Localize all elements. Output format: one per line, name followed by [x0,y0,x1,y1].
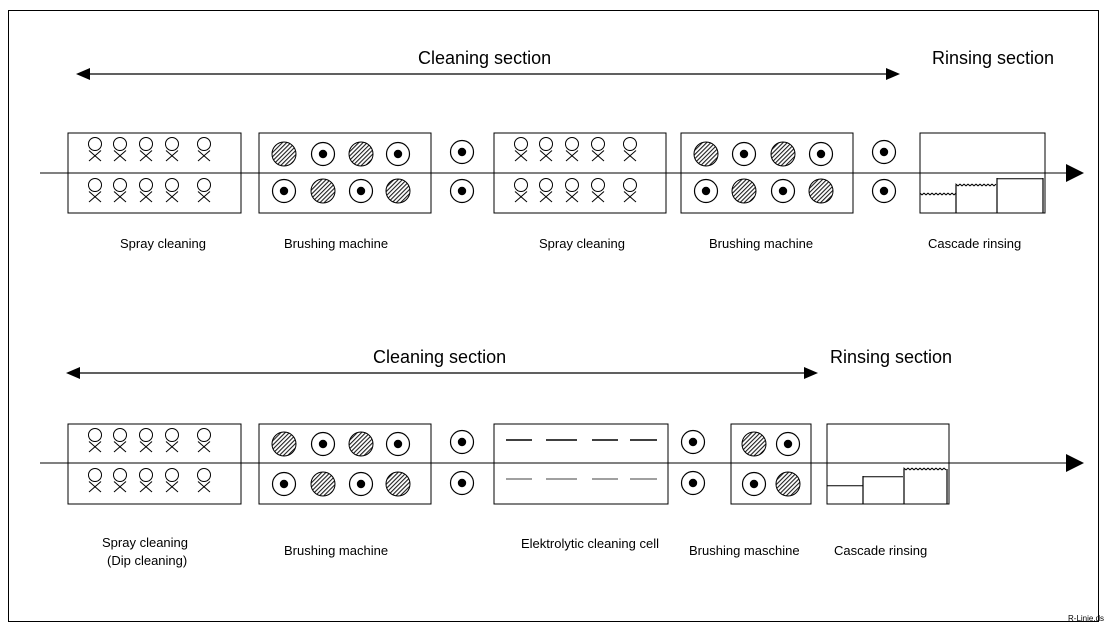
brush-roller-icon [693,141,719,167]
row2-flow-line [40,454,1084,472]
brush-roller-icon [310,471,336,497]
transport-roller-icon [741,471,767,497]
spray-nozzle-icon [88,137,102,162]
spray-nozzle-icon [165,178,179,203]
transport-roller-icon [348,178,374,204]
row2-cascade-rinsing-box [826,423,950,505]
transport-roller-icon [348,471,374,497]
row2-brushing-machine-box-2 [730,423,812,505]
transport-roller-icon [310,431,336,457]
spray-nozzle-icon [88,178,102,203]
flow-arrow-icon [1066,164,1084,182]
brush-roller-icon [348,141,374,167]
transport-roller-icon [449,139,475,165]
spray-nozzle-icon [197,137,211,162]
transport-roller-icon [770,178,796,204]
spray-nozzle-icon [565,137,579,162]
row2-caption-brush2: Brushing maschine [689,543,800,558]
row2-cleaning-section-label: Cleaning section [373,347,507,367]
transport-roller-icon [385,141,411,167]
spray-nozzle-icon [539,178,553,203]
spray-nozzle-icon [139,137,153,162]
spray-nozzle-icon [165,137,179,162]
row1-rinsing-section-label: Rinsing section [932,48,1055,68]
transport-roller-icon [871,178,897,204]
spray-nozzle-icon [139,468,153,493]
file-label: R-Linie.ds [1068,614,1105,623]
transport-roller-icon [271,178,297,204]
row2-caption-elektro: Elektrolytic cleaning cell [520,536,659,551]
transport-roller-icon [775,431,801,457]
row1-transport-roller-pair-1 [449,139,475,204]
row2-caption-cascade: Cascade rinsing [834,543,928,558]
transport-roller-icon [449,429,475,455]
brush-roller-icon [271,431,297,457]
spray-nozzle-icon [88,428,102,453]
spray-nozzle-icon [113,468,127,493]
row2-caption-spray-line1: Spray cleaning [102,535,188,550]
row2-electrolytic-cell-box [493,423,669,505]
row2-rinsing-section-label: Rinsing section [830,347,953,367]
row2-cleaning-section-arrow [66,367,818,379]
spray-nozzle-icon [591,137,605,162]
brush-roller-icon [775,471,801,497]
spray-nozzle-icon [88,468,102,493]
row2-caption-brush1: Brushing machine [284,543,389,558]
spray-nozzle-icon [565,178,579,203]
brush-roller-icon [348,431,374,457]
diagram-frame [8,10,1099,622]
transport-roller-icon [385,431,411,457]
spray-nozzle-icon [591,178,605,203]
row2-caption-spray-line2: (Dip cleaning) [107,553,188,568]
brush-roller-icon [741,431,767,457]
transport-roller-icon [449,178,475,204]
brush-roller-icon [271,141,297,167]
row1-caption-cascade: Cascade rinsing [928,236,1022,251]
spray-nozzle-icon [113,178,127,203]
spray-nozzle-icon [113,137,127,162]
row1-caption-spray: Spray cleaning [120,236,206,251]
row1-transport-roller-pair-2 [871,139,897,204]
spray-nozzle-icon [539,137,553,162]
row1-caption-brush2: Brushing machine [709,236,814,251]
brush-roller-icon [385,178,411,204]
row1-flow-line [40,164,1084,182]
spray-nozzle-icon [165,428,179,453]
spray-nozzle-icon [623,178,637,203]
transport-roller-icon [731,141,757,167]
flow-arrow-icon [1066,454,1084,472]
row2-transport-roller-pair-2 [680,429,706,496]
spray-nozzle-icon [197,468,211,493]
transport-roller-icon [310,141,336,167]
row2-spray-cleaning-box [67,423,242,505]
spray-nozzle-icon [197,178,211,203]
transport-roller-icon [871,139,897,165]
transport-roller-icon [693,178,719,204]
transport-roller-icon [680,470,706,496]
spray-nozzle-icon [139,178,153,203]
spray-nozzle-icon [113,428,127,453]
row2-brushing-machine-box [258,423,432,505]
brush-roller-icon [770,141,796,167]
brush-roller-icon [808,178,834,204]
row1-caption-spray2: Spray cleaning [539,236,625,251]
brush-roller-icon [731,178,757,204]
transport-roller-icon [808,141,834,167]
brush-roller-icon [385,471,411,497]
row2-transport-roller-pair-1 [449,429,475,496]
brush-roller-icon [310,178,336,204]
row1-cleaning-section-label: Cleaning section [418,48,552,68]
spray-nozzle-icon [165,468,179,493]
spray-nozzle-icon [623,137,637,162]
row1-cleaning-section-arrow [76,68,900,80]
spray-nozzle-icon [197,428,211,453]
transport-roller-icon [680,429,706,455]
transport-roller-icon [271,471,297,497]
transport-roller-icon [449,470,475,496]
spray-nozzle-icon [139,428,153,453]
row1-caption-brush1: Brushing machine [284,236,389,251]
spray-nozzle-icon [514,178,528,203]
spray-nozzle-icon [514,137,528,162]
